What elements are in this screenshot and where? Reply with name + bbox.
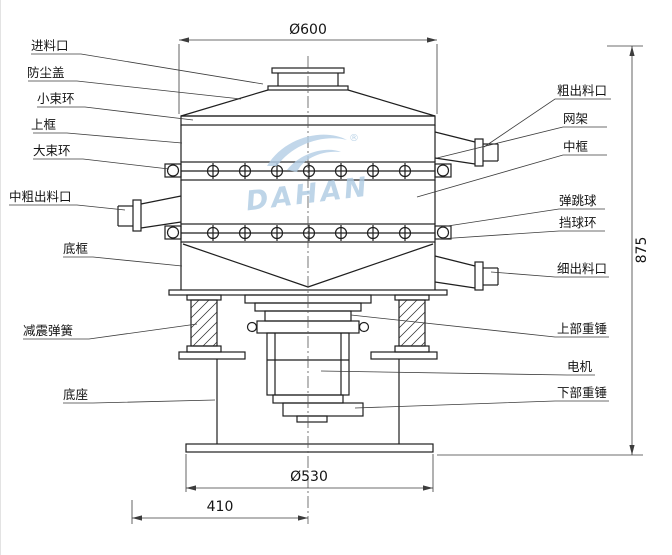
dahan-logo-icon-lower: [287, 149, 341, 172]
dim-total-height-text: 875: [634, 237, 650, 264]
label-mid-coarse-outlet: 中粗出料口: [9, 189, 72, 204]
leader-bouncing-ball: [440, 208, 605, 228]
dimension-lines: [131, 37, 643, 524]
label-bouncing-ball: 弹跳球: [559, 193, 597, 208]
leader-coarse-outlet: [483, 98, 611, 148]
leader-feed-inlet: [31, 53, 264, 85]
leader-base: [63, 399, 216, 404]
label-damping-spring: 减震弹簧: [23, 323, 73, 338]
label-feed-inlet: 进料口: [31, 38, 69, 53]
fine-outlet-collar: [474, 261, 484, 291]
base-flange-right: [370, 351, 438, 360]
dim-offset-width-text: 410: [207, 499, 234, 515]
leader-motor: [320, 370, 595, 376]
leader-small-clamp-ring: [37, 106, 194, 121]
registered-mark: ®: [349, 133, 359, 144]
label-fine-outlet: 细出料口: [557, 261, 607, 276]
dim-top-diameter-text: Ø600: [289, 22, 327, 38]
leader-middle-frame: [416, 154, 607, 198]
leader-lines: [9, 53, 611, 409]
leader-mesh-frame: [436, 126, 607, 159]
dim-base-diameter-text: Ø530: [290, 469, 328, 485]
watermark-brand-text: DAHAN: [244, 172, 371, 218]
label-upper-weight: 上部重锤: [557, 321, 607, 336]
right-spring-column: [398, 299, 426, 347]
leader-damping-spring: [23, 323, 198, 340]
lower-weight-block: [282, 402, 364, 417]
dahan-logo-icon: [267, 134, 347, 166]
label-ball-retainer-ring: 挡球环: [559, 215, 597, 230]
spring-hatching: [190, 299, 426, 347]
base-bottom-flange: [185, 443, 434, 453]
leader-upper-weight: [350, 314, 609, 338]
leader-fine-outlet: [490, 271, 609, 278]
leader-ball-retainer-ring: [438, 230, 605, 240]
label-dust-cover: 防尘盖: [27, 65, 65, 80]
label-mesh-frame: 网架: [563, 111, 588, 126]
discharge-cone-right: [307, 243, 434, 288]
label-bottom-frame: 底框: [63, 241, 89, 256]
leader-large-clamp-ring: [33, 158, 170, 170]
label-middle-frame: 中框: [563, 139, 589, 154]
left-spring-column: [190, 299, 218, 347]
leader-lower-weight: [354, 400, 609, 409]
dimension-texts: Ø600 Ø530 410 875: [207, 22, 650, 515]
dust-cover-right-slope: [347, 89, 436, 117]
label-coarse-outlet: 粗出料口: [557, 83, 607, 98]
leader-bottom-frame: [63, 256, 183, 267]
part-labels: 进料口 防尘盖 小束环 上框 大束环 中粗出料口 底框 减震弹簧 底座 粗出料口…: [9, 38, 607, 402]
label-motor: 电机: [567, 359, 593, 374]
discharge-cone-left: [182, 243, 309, 288]
label-lower-weight: 下部重锤: [557, 385, 607, 400]
label-upper-frame: 上框: [31, 117, 57, 132]
dust-cover-left-slope: [180, 89, 269, 117]
label-small-clamp-ring: 小束环: [37, 91, 75, 106]
leader-dust-cover: [28, 80, 242, 100]
leader-mid-coarse-outlet: [9, 204, 126, 211]
base-flange-left: [178, 351, 246, 360]
mid-coarse-outlet-collar: [132, 199, 142, 232]
coarse-outlet-collar: [474, 138, 484, 167]
label-base: 底座: [63, 387, 88, 402]
label-large-clamp-ring: 大束环: [33, 143, 71, 158]
leader-upper-frame: [33, 132, 183, 144]
